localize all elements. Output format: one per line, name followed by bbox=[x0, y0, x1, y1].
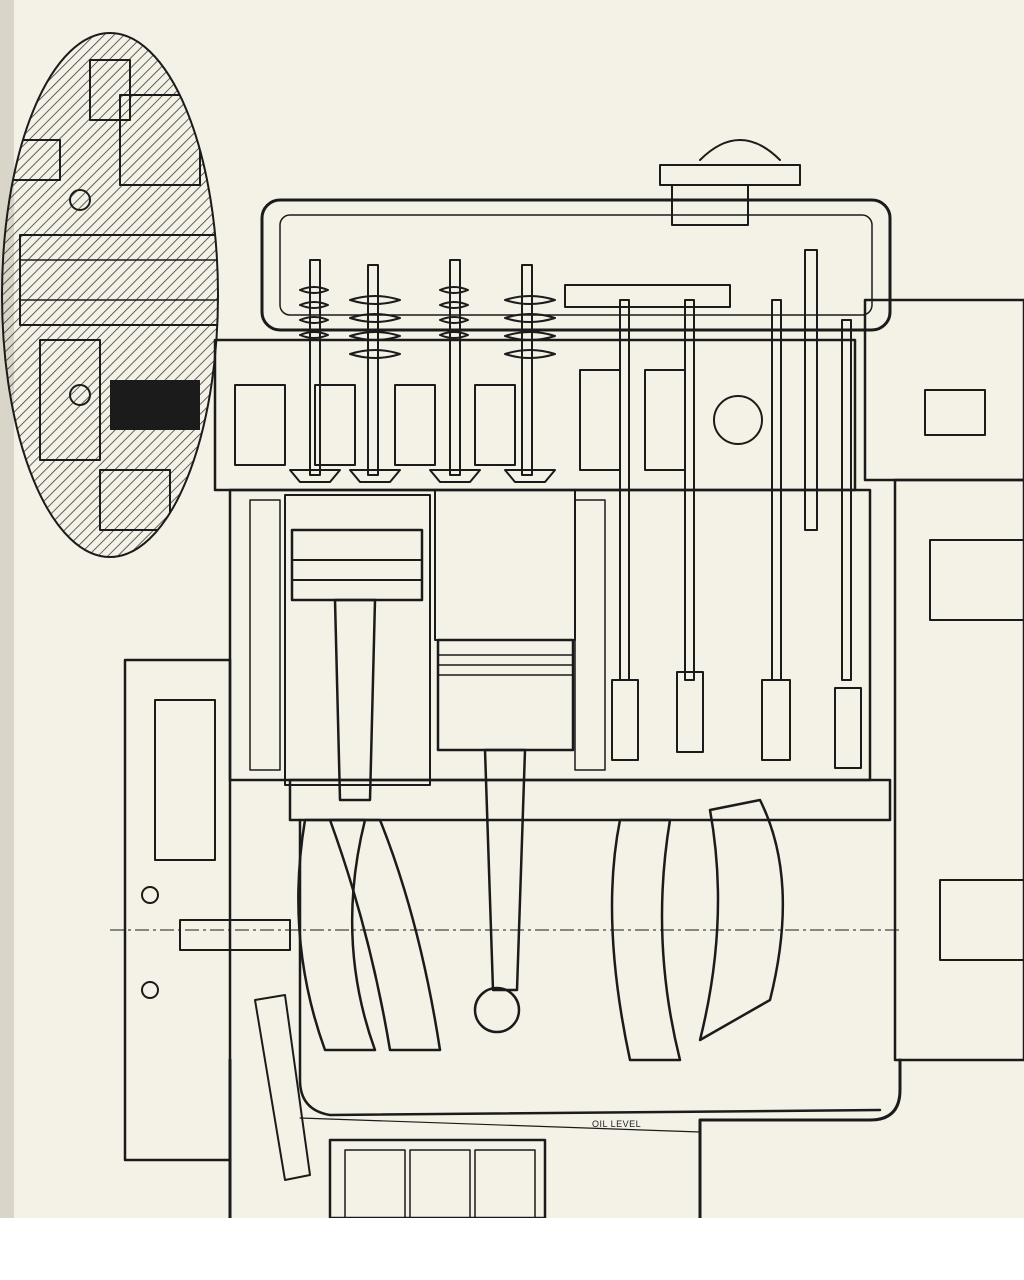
sump bbox=[228, 818, 902, 1218]
valve-train bbox=[289, 259, 731, 483]
cylinder-block bbox=[228, 488, 872, 786]
oil-level-label: OIL LEVEL bbox=[592, 1119, 641, 1129]
rear-housing bbox=[863, 298, 1024, 1062]
crankshaft bbox=[288, 778, 892, 1062]
cam-followers bbox=[611, 671, 862, 769]
oil-filler-cap bbox=[659, 139, 801, 226]
book-page: OIL LEVEL bbox=[0, 0, 1024, 1218]
pistons bbox=[290, 528, 575, 752]
connecting-rods bbox=[333, 598, 527, 1034]
oil-level-indicator: OIL LEVEL bbox=[299, 1117, 701, 1133]
page-bottom-margin bbox=[0, 1218, 1024, 1280]
inset-detail-view bbox=[1, 32, 219, 558]
rocker-cover bbox=[260, 198, 892, 332]
timing-cover bbox=[123, 658, 311, 1181]
engine-cutaway-diagram: OIL LEVEL bbox=[0, 0, 1024, 1218]
